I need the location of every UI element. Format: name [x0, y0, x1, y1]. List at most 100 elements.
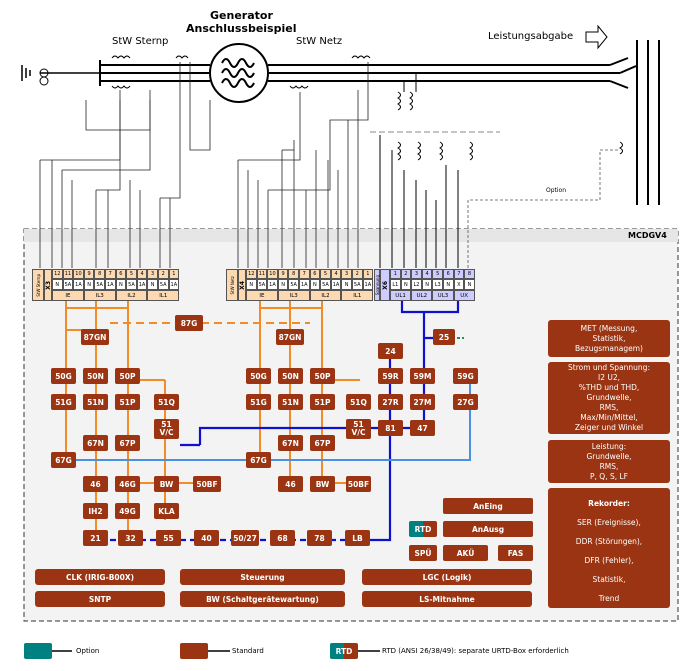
func-fas[interactable]: FAS	[498, 545, 533, 561]
terminal-x6-pin-label: N	[442, 279, 454, 290]
info-strom-line: I2 U2,	[597, 373, 620, 382]
terminal-x6-pin-label: N	[464, 279, 475, 290]
info-met-line: Bezugsmanagem)	[575, 343, 643, 353]
func-67n-right[interactable]: 67N	[278, 435, 303, 451]
info-rekorder-title: Rekorder:	[588, 499, 630, 508]
func-27g[interactable]: 27G	[453, 394, 478, 410]
terminal-x3-pin-number: 6	[115, 269, 127, 279]
bar-lgc[interactable]: LGC (Logik)	[362, 569, 532, 585]
func-50n-right[interactable]: 50N	[278, 368, 303, 384]
terminal-x3-pin-number: 3	[147, 269, 158, 279]
bar-bw[interactable]: BW (Schaltgerätewartung)	[180, 591, 345, 607]
func-50p-right[interactable]: 50P	[310, 368, 335, 384]
func-78[interactable]: 78	[307, 530, 332, 546]
terminal-x4-pin-number: 5	[320, 269, 331, 279]
func-46-right[interactable]: 46	[278, 476, 303, 492]
func-51p-right[interactable]: 51P	[310, 394, 335, 410]
func-lb[interactable]: LB	[345, 530, 370, 546]
terminal-x3-pin-label: N	[83, 279, 95, 290]
terminal-x4-name: X4	[238, 269, 246, 301]
terminal-x6-group-label: UL2	[411, 290, 433, 301]
bar-sntp[interactable]: SNTP	[35, 591, 165, 607]
func-67g-left[interactable]: 67G	[51, 452, 76, 468]
func-67p-right[interactable]: 67P	[310, 435, 335, 451]
bar-steuerung[interactable]: Steuerung	[180, 569, 345, 585]
bar-clk[interactable]: CLK (IRIG-B00X)	[35, 569, 165, 585]
func-aku[interactable]: AKÜ	[443, 545, 488, 561]
terminal-x4-pin-label: N	[246, 279, 257, 290]
terminal-x4-pin-label: N	[277, 279, 289, 290]
terminal-x4-pin-label: 1A	[298, 279, 310, 290]
func-bw-left[interactable]: BW	[154, 476, 179, 492]
func-67n-left[interactable]: 67N	[83, 435, 108, 451]
terminal-x3-pin-label: 1A	[168, 279, 180, 290]
func-47[interactable]: 47	[410, 420, 435, 436]
func-59m[interactable]: 59M	[410, 368, 435, 384]
terminal-x4-pin-number: 3	[341, 269, 352, 279]
terminal-x4-pin-number: 6	[309, 269, 321, 279]
func-51vc-left[interactable]: 51 V/C	[154, 419, 179, 439]
func-67g-right[interactable]: 67G	[246, 452, 271, 468]
terminal-x6-pin-number: 4	[421, 269, 433, 279]
func-spu[interactable]: SPÜ	[409, 545, 437, 561]
func-46-left[interactable]: 46	[83, 476, 108, 492]
func-50n-left[interactable]: 50N	[83, 368, 108, 384]
func-55[interactable]: 55	[156, 530, 181, 546]
func-21[interactable]: 21	[83, 530, 108, 546]
func-50g-right[interactable]: 50G	[246, 368, 271, 384]
info-rekorder: Rekorder: SER (Ereignisse), DDR (Störung…	[548, 488, 670, 608]
func-67p-left[interactable]: 67P	[115, 435, 140, 451]
func-51n-right[interactable]: 51N	[278, 394, 303, 410]
func-aneing[interactable]: AnEing	[443, 498, 533, 514]
func-27r[interactable]: 27R	[378, 394, 403, 410]
terminal-x4-pin-label: 5A	[288, 279, 299, 290]
func-51q-right[interactable]: 51Q	[346, 394, 371, 410]
terminal-x4-pin-label: 5A	[320, 279, 331, 290]
func-50-27[interactable]: 50/27	[231, 530, 259, 546]
func-kla[interactable]: KLA	[154, 503, 179, 519]
func-anausg[interactable]: AnAusg	[443, 521, 533, 537]
terminal-x3-pin-number: 9	[83, 269, 95, 279]
diagram-title-line1: Generator	[210, 9, 273, 22]
stw-netz-label: StW Netz	[296, 36, 343, 47]
info-strom-line: %THD und THD,	[578, 383, 640, 392]
func-81[interactable]: 81	[378, 420, 403, 436]
func-68[interactable]: 68	[270, 530, 295, 546]
func-46g[interactable]: 46G	[115, 476, 140, 492]
func-bw-right[interactable]: BW	[310, 476, 335, 492]
func-rtd[interactable]: RTD	[409, 521, 437, 537]
func-50p-left[interactable]: 50P	[115, 368, 140, 384]
func-51p-left[interactable]: 51P	[115, 394, 140, 410]
option-label: Option	[546, 187, 567, 194]
info-rekorder-line: Trend	[598, 594, 620, 603]
func-59g[interactable]: 59G	[453, 368, 478, 384]
terminal-x3-pin-label: 1A	[73, 279, 84, 290]
func-50bf-left[interactable]: 50BF	[193, 476, 221, 492]
func-51g-right[interactable]: 51G	[246, 394, 271, 410]
func-27m[interactable]: 27M	[410, 394, 435, 410]
terminal-x3-pin-label: 5A	[94, 279, 105, 290]
func-50bf-right[interactable]: 50BF	[346, 476, 371, 492]
func-40[interactable]: 40	[194, 530, 219, 546]
func-50g-left[interactable]: 50G	[51, 368, 76, 384]
legend-option-label: Option	[76, 647, 100, 655]
func-59r[interactable]: 59R	[378, 368, 403, 384]
func-51q-left[interactable]: 51Q	[154, 394, 179, 410]
func-25[interactable]: 25	[433, 329, 455, 345]
func-51n-left[interactable]: 51N	[83, 394, 108, 410]
bar-ls-mitnahme[interactable]: LS-Mitnahme	[362, 591, 532, 607]
func-32[interactable]: 32	[118, 530, 143, 546]
func-51g-left[interactable]: 51G	[51, 394, 76, 410]
terminal-x6-pin-number: 6	[442, 269, 454, 279]
terminal-x4-side: StW Netz	[226, 269, 238, 301]
func-87gn-left[interactable]: 87GN	[81, 329, 109, 345]
func-24[interactable]: 24	[378, 343, 403, 359]
terminal-x3-group-label: IE	[52, 290, 84, 301]
func-87gn-right[interactable]: 87GN	[276, 329, 304, 345]
func-87g[interactable]: 87G	[175, 315, 203, 331]
func-49g[interactable]: 49G	[115, 503, 140, 519]
func-51vc-right[interactable]: 51 V/C	[346, 419, 371, 439]
func-ih2[interactable]: IH2	[83, 503, 108, 519]
